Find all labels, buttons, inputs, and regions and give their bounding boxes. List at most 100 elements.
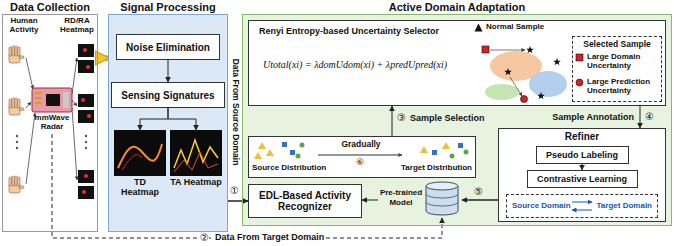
heatmap-spot [86,65,90,69]
heatmap-tile [78,170,94,183]
td-heatmap-image [114,130,166,176]
panel: Data CollectionmmWave Radar [2,14,98,232]
heatmap-spot [82,190,86,194]
callout-number: ④ [645,111,654,122]
caption: RD/RA Heatmap [56,17,98,35]
connector [640,106,641,128]
heatmap-spot [81,98,85,102]
dot [16,135,18,137]
class-region [529,71,567,97]
target-point [450,154,455,159]
legend-row: Normal Sample [474,22,566,33]
small-heatmaps [78,44,94,199]
scatter-arrow [510,77,522,96]
source-point [266,149,274,156]
node-text: TD Heatmap [114,178,166,198]
signal-arrow [72,58,77,94]
panel: Signal ProcessingNoise EliminationSensin… [108,14,228,232]
process-box: Noise Elimination [116,34,220,60]
hand-icon [9,98,24,115]
node-text: Source Domain [512,201,571,210]
heatmap-tile [78,94,94,107]
source-distribution-plot [254,142,305,159]
domain-uncertain-sample [482,46,489,53]
panel-heading: Active Domain Adaptation [243,1,671,13]
callout-number: ③ [397,112,406,123]
cylinder-top [426,182,458,190]
node-text: Contrastive Learning [537,174,627,184]
legend-swatch [575,78,584,88]
node-text: TA Heatmap [170,178,222,188]
legend-row: Large Prediction Uncertainty [575,77,659,95]
node-text: Selected Sample [573,39,661,49]
sample-star [526,46,534,53]
target-point [432,150,437,155]
cylinder-band [426,194,458,206]
signal-arrow [72,108,77,180]
gradual-shift-arrow [318,154,402,155]
heatmap-image: TA Heatmap [170,130,222,208]
node-text: Pre-trained Model [378,188,424,207]
target-point [420,146,428,153]
target-distribution-plot [420,142,469,159]
refiner-box: RefinerPseudo LabelingContrastive Learni… [498,128,666,222]
connector [462,199,498,200]
dot [85,147,87,149]
flow-label: Data From Source Domain [230,59,241,166]
callout-number: ⑤ [474,186,483,197]
node-text: Noise Elimination [126,42,210,53]
node-text: Renyi Entropy-based Uncertainty Selector [259,26,439,36]
legend-swatch [575,53,584,63]
domain-arrow [572,202,592,203]
node-text: Refiner [499,131,665,142]
signal-arrow [72,100,77,106]
edge-label: Data From Target Domain [213,232,326,243]
connector-pin [63,92,69,108]
connector [140,108,168,130]
database-cylinder [426,182,458,215]
process-box: EDL-Based Activity Recognizer [248,184,362,218]
dot [16,141,18,143]
heatmap-tile [78,186,94,199]
source-point [290,150,295,155]
connector [168,60,169,82]
radar-pcb [32,88,72,112]
legend-text: Normal Sample [486,22,566,31]
connector [392,106,393,136]
process-box: Contrastive Learning [527,170,638,188]
class-region [485,84,519,100]
source-point [282,142,287,147]
domain-arrow [572,210,592,211]
connector [168,108,196,130]
sample-star [553,58,561,65]
hand-icon [9,176,24,193]
heatmap-trace [174,152,218,172]
heatmap-trace [122,155,142,170]
callout-number: ① [230,185,239,196]
antenna [35,102,42,104]
heatmap-tile [78,60,94,73]
flow-label: Sample Annotation [546,112,634,122]
sample-star [537,92,545,99]
node-text: EDL-Based Activity Recognizer [253,190,357,213]
radar-ic [46,94,60,106]
source-point [296,154,301,159]
target-point [458,143,463,148]
source-point [254,152,262,159]
node-text: Target Distribution [401,163,472,172]
radar-device: mmWave Radar [28,86,76,134]
heatmap-ground [170,130,222,176]
node-text: Gradually [329,139,393,149]
connector [52,134,442,238]
process-box: Pseudo Labeling [536,146,629,164]
swatch-shape [576,54,583,61]
panel-heading: Signal Processing [109,1,227,13]
heatmap-spot [83,48,87,52]
sample-star [504,68,512,75]
source-point [300,143,305,148]
node-text: Pseudo Labeling [546,150,618,160]
target-point [442,142,450,149]
node-text: Target Domain [597,201,652,210]
